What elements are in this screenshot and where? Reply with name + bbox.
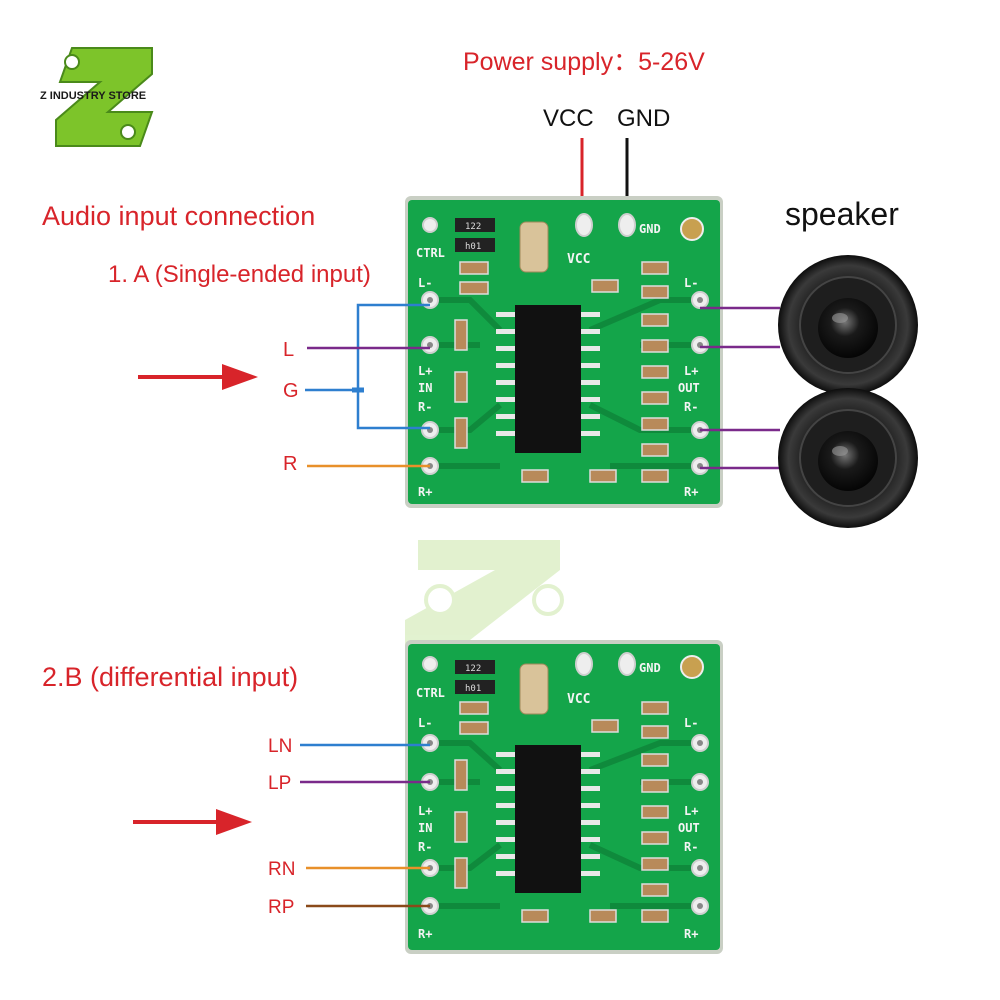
board-a-vcc: VCC	[567, 252, 590, 267]
store-logo: Z INDUSTRY STORE	[40, 47, 154, 147]
board-a-out-r-minus: R-	[684, 400, 698, 414]
board-b-l-minus: L-	[418, 716, 432, 730]
board-b-r-minus: R-	[418, 840, 432, 854]
board-b-ctrl: CTRL	[416, 686, 445, 700]
resistor-b-code-b: h01	[465, 684, 481, 694]
vcc-label: VCC	[543, 105, 594, 132]
board-b-vcc: VCC	[567, 692, 590, 707]
board-b-r-plus: R+	[418, 927, 432, 941]
board-b-gnd: GND	[639, 661, 661, 675]
board-a-l-plus: L+	[418, 364, 432, 378]
board-a-in: IN	[418, 381, 432, 395]
rn-input-label: RN	[268, 859, 295, 880]
board-a-l-minus: L-	[418, 276, 432, 290]
r-input-label: R	[283, 453, 297, 475]
single-ended-subtitle: 1. A (Single-ended input)	[108, 261, 371, 288]
ground-wire-a	[356, 303, 430, 430]
speaker-top	[778, 255, 918, 395]
resistor-a-code-b: 122	[465, 664, 481, 674]
board-a-ctrl: CTRL	[416, 246, 445, 260]
input-wires-b	[300, 743, 430, 908]
board-a-gnd: GND	[639, 222, 661, 236]
ln-input-label: LN	[268, 736, 292, 757]
l-input-label: L	[283, 339, 294, 361]
gnd-label: GND	[617, 105, 670, 132]
input-wires-a	[305, 303, 430, 468]
audio-input-title: Audio input connection	[42, 201, 315, 231]
differential-input-title: 2.B (differential input)	[42, 662, 298, 692]
board-b-in: IN	[418, 821, 432, 835]
store-logo-text: Z INDUSTRY STORE	[40, 90, 146, 102]
resistor-b-code: h01	[465, 242, 481, 252]
g-input-label: G	[283, 380, 299, 402]
board-a-out-l-minus: L-	[684, 276, 698, 290]
amplifier-board-b: 122 h01 CTRL L- L+ IN	[405, 640, 723, 954]
board-b-out-r-minus: R-	[684, 840, 698, 854]
watermark-logo	[405, 540, 590, 650]
board-b-l-plus: L+	[418, 804, 432, 818]
board-b-out-l-plus: L+	[684, 804, 698, 818]
board-a-r-minus: R-	[418, 400, 432, 414]
board-b-out: OUT	[678, 821, 700, 835]
input-arrow-a	[138, 364, 258, 390]
input-arrow-b	[133, 809, 252, 835]
board-a-r-plus: R+	[418, 485, 432, 499]
speaker-bottom	[778, 388, 918, 528]
amplifier-board-a: 122 h01 CTRL L-	[405, 196, 723, 508]
board-b-out-r-plus: R+	[684, 927, 698, 941]
board-a-out-l-plus: L+	[684, 364, 698, 378]
board-a-out: OUT	[678, 381, 700, 395]
rp-input-label: RP	[268, 897, 294, 918]
power-supply-label: Power supply：5-26V	[463, 48, 705, 76]
speaker-label: speaker	[785, 196, 899, 232]
board-a-out-r-plus: R+	[684, 485, 698, 499]
board-b-out-l-minus: L-	[684, 716, 698, 730]
lp-input-label: LP	[268, 773, 291, 794]
speaker-wires	[700, 306, 780, 470]
resistor-a-code: 122	[465, 222, 481, 232]
